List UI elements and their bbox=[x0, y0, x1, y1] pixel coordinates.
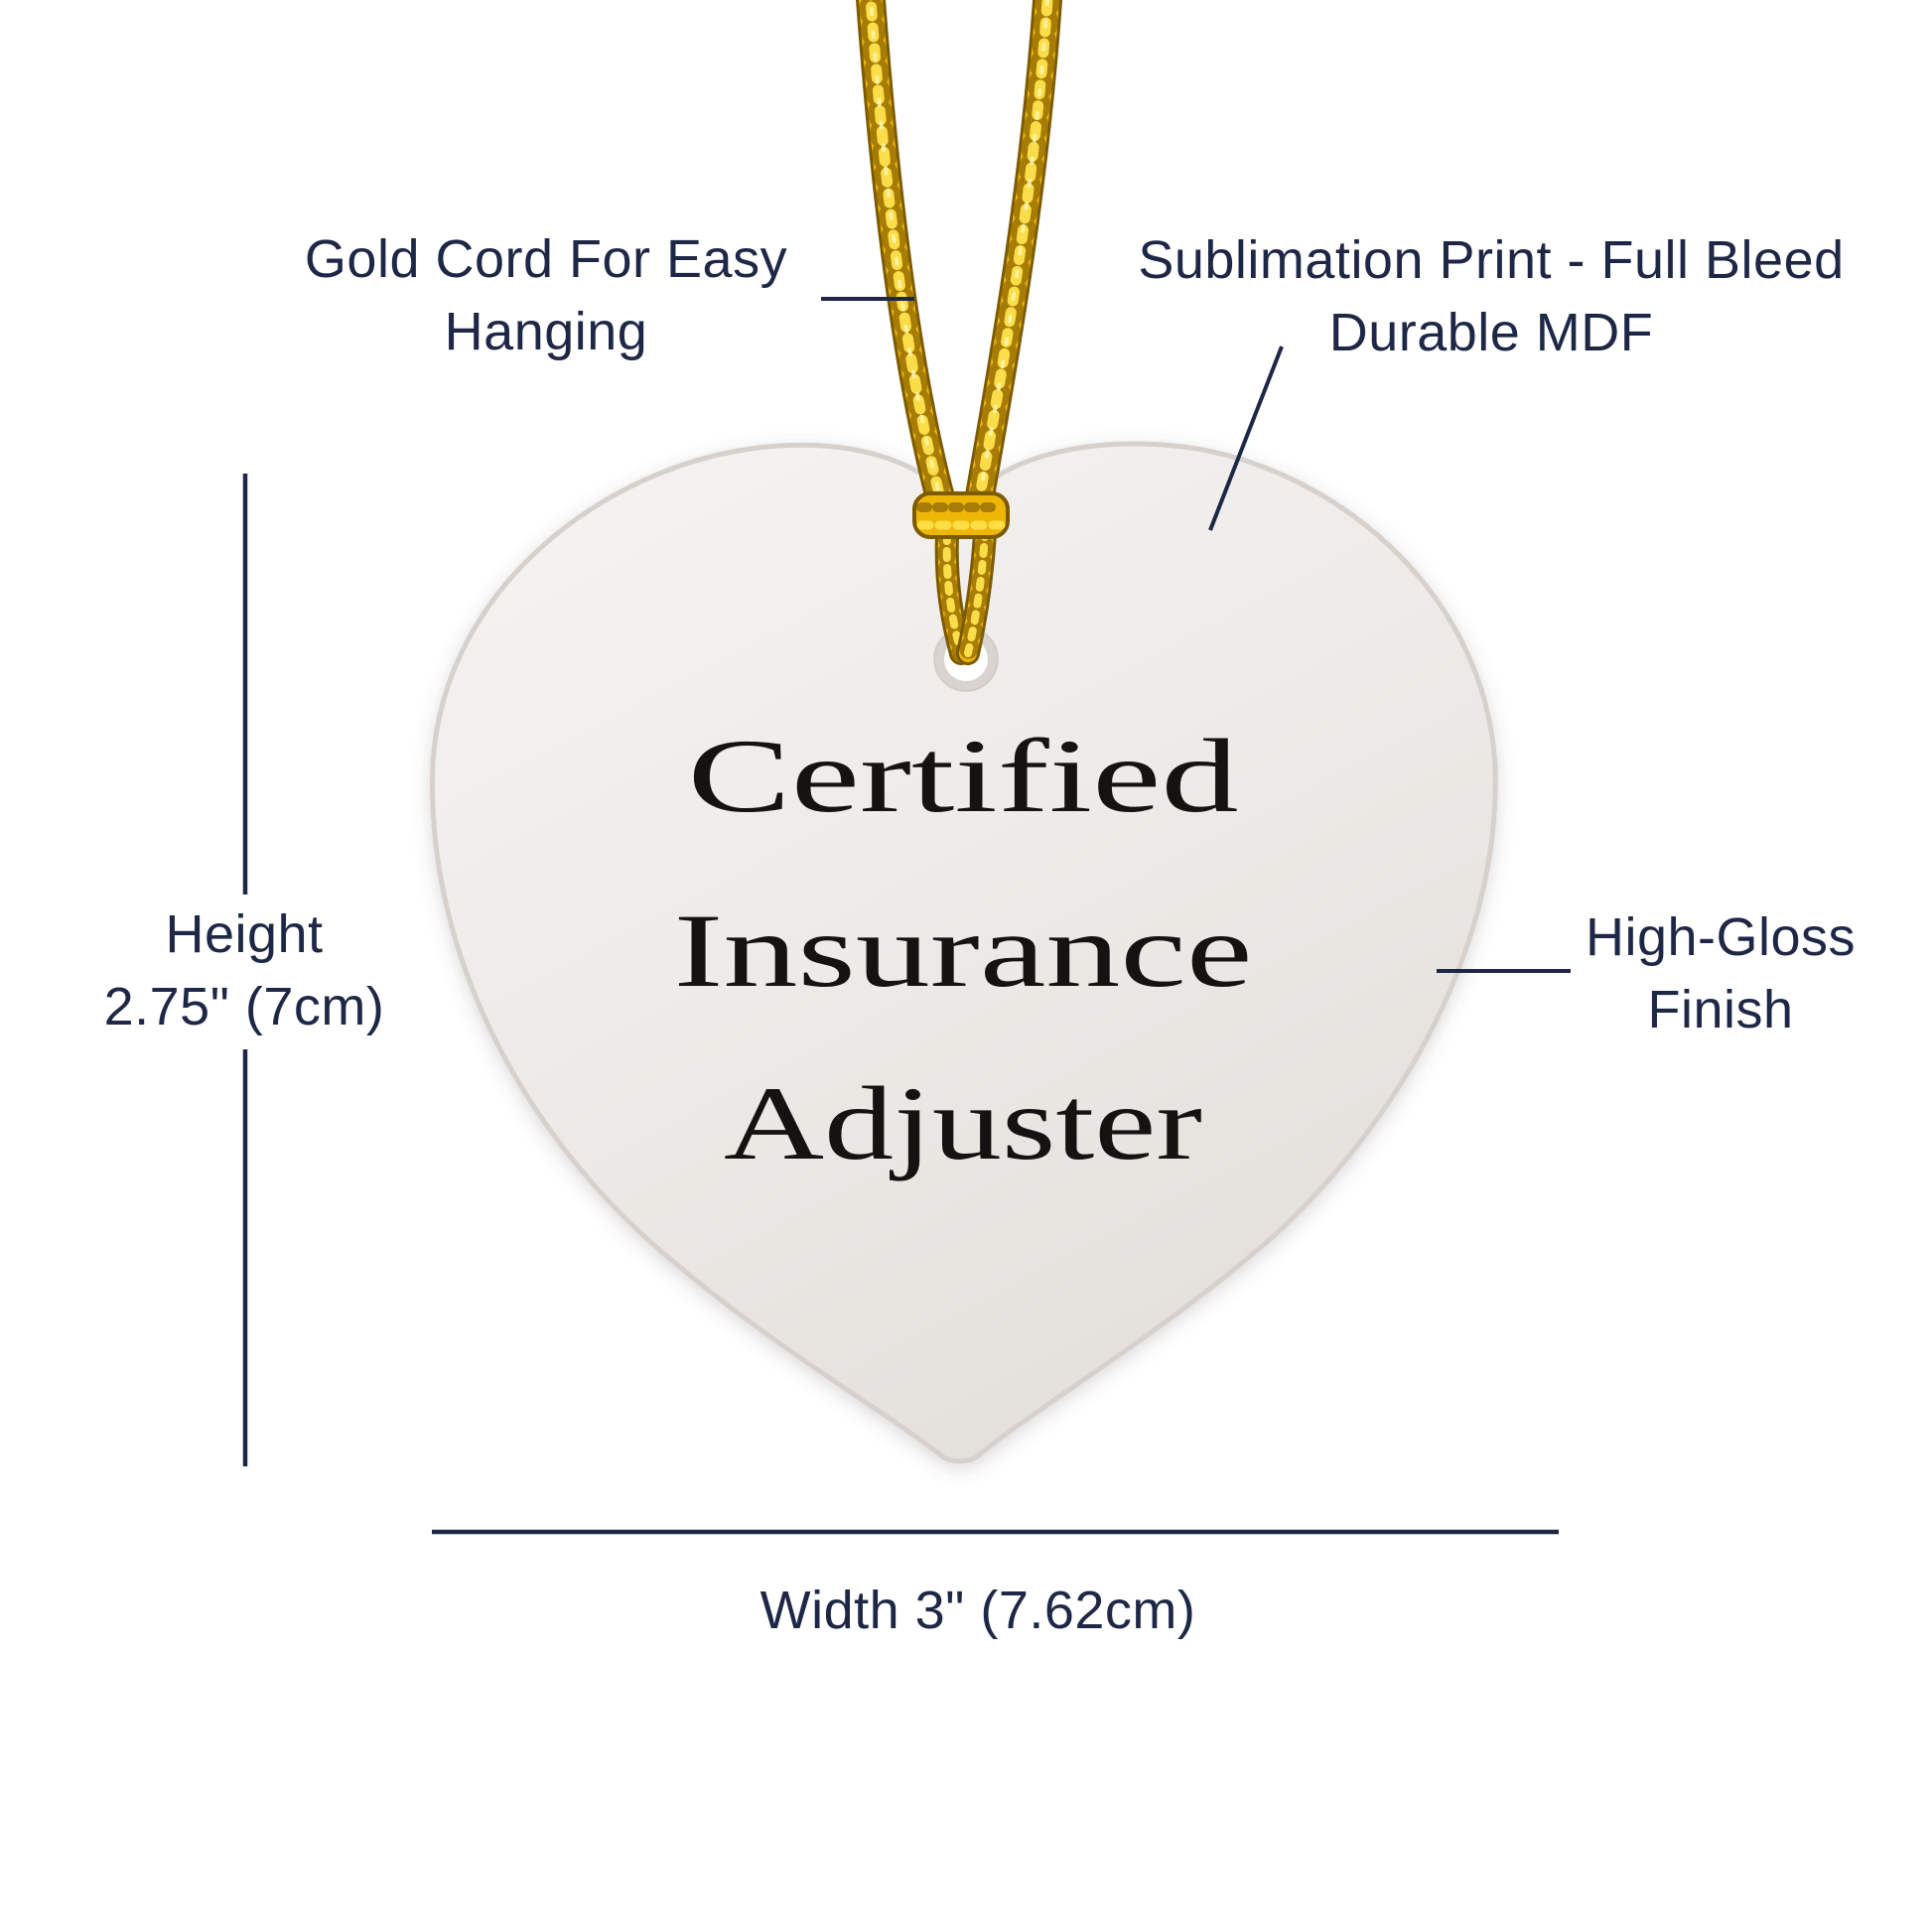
cord-left-strand bbox=[855, 0, 956, 516]
heart-ornament: Certified Insurance Adjuster bbox=[430, 441, 1498, 1464]
width-label-text: Width 3" (7.62cm) bbox=[759, 1581, 1196, 1640]
height-label-line1: Height bbox=[165, 904, 324, 964]
high-gloss-label-line1: High-Gloss bbox=[1585, 907, 1857, 967]
high-gloss-label-line2: Finish bbox=[1647, 980, 1794, 1039]
ornament-text: Certified Insurance Adjuster bbox=[674, 718, 1253, 1181]
cord-loop-strands bbox=[934, 522, 997, 665]
width-measurement-label: Width 3" (7.62cm) bbox=[760, 1575, 1196, 1647]
ornament-text-line3: Adjuster bbox=[724, 1065, 1202, 1181]
height-measurement-label: Height 2.75" (7cm) bbox=[104, 898, 385, 1043]
cord-right-strand bbox=[964, 0, 1063, 516]
gold-cord bbox=[855, 0, 1063, 665]
high-gloss-label: High-Gloss Finish bbox=[1586, 901, 1856, 1046]
sublimation-callout-line bbox=[1208, 345, 1284, 531]
ornament-text-line1: Certified bbox=[688, 718, 1239, 834]
annotation-lines bbox=[242, 297, 1571, 1535]
gold-cord-label: Gold Cord For Easy Hanging bbox=[305, 223, 787, 368]
sublimation-label-line1: Sublimation Print - Full Bleed bbox=[1138, 230, 1845, 290]
gold-cord-label-line2: Hanging bbox=[444, 302, 648, 361]
sublimation-label: Sublimation Print - Full Bleed Durable M… bbox=[1138, 224, 1844, 369]
heart-shape bbox=[430, 441, 1498, 1464]
gold-cord-label-line1: Gold Cord For Easy bbox=[304, 229, 788, 289]
height-label-line2: 2.75" (7cm) bbox=[103, 977, 385, 1036]
sublimation-label-line2: Durable MDF bbox=[1328, 303, 1654, 362]
ornament-text-line2: Insurance bbox=[674, 893, 1253, 1009]
cord-knot bbox=[912, 491, 1010, 539]
